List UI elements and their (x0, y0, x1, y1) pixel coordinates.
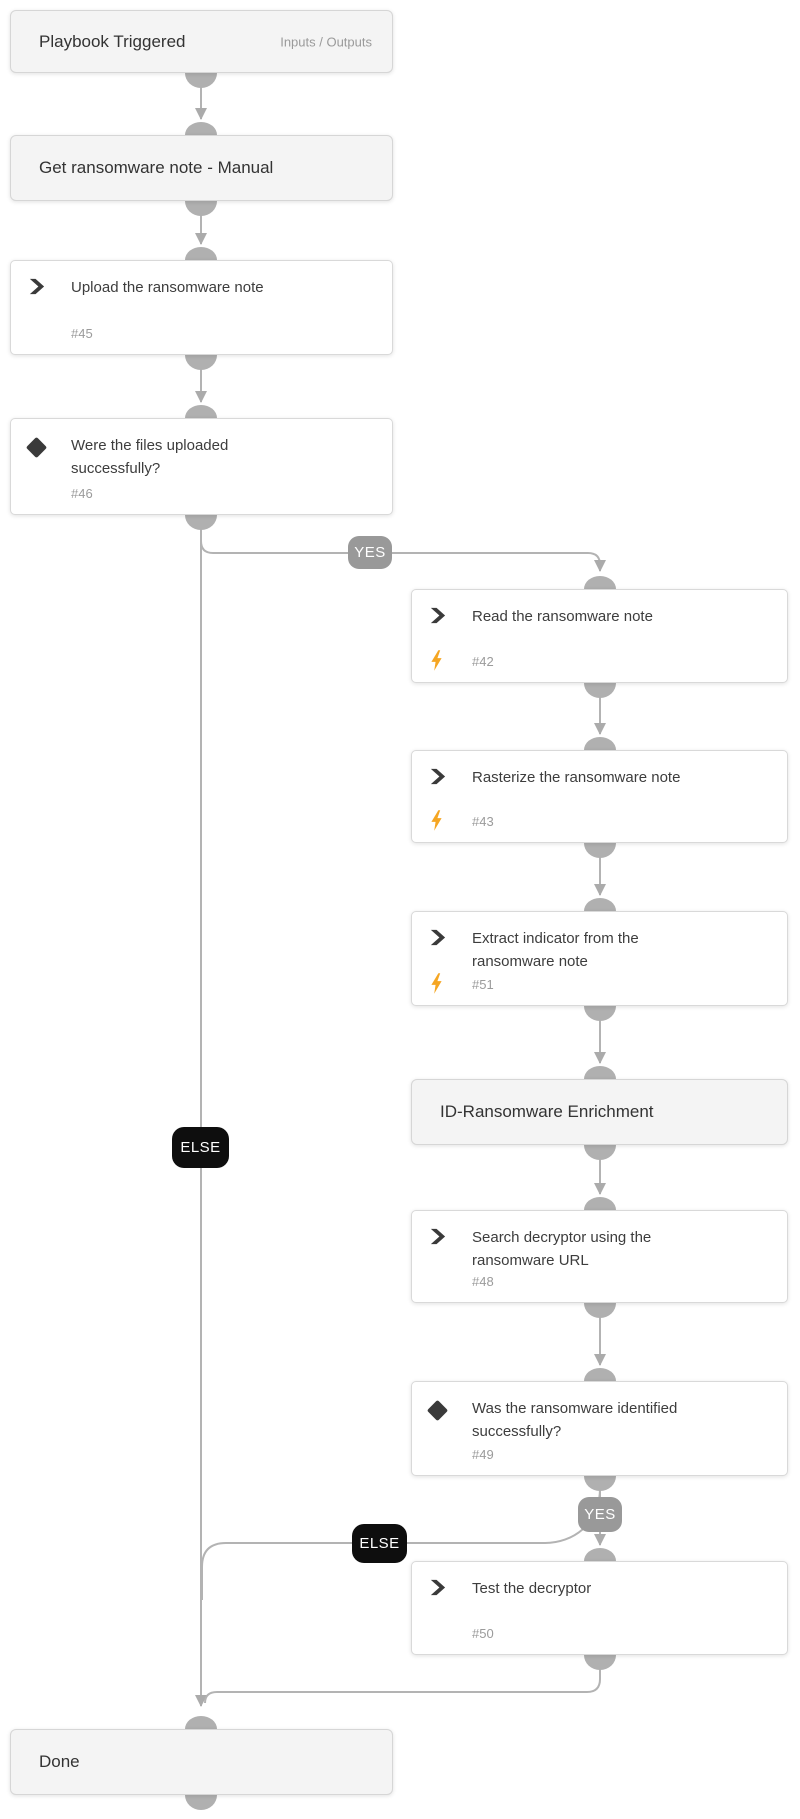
task-title: Extract indicator from the ransomware no… (472, 930, 639, 970)
section-title: ID-Ransomware Enrichment (440, 1102, 654, 1121)
task-title: Test the decryptor (472, 1580, 592, 1597)
task-number: #42 (472, 654, 494, 669)
task-node-upload-note[interactable]: Upload the ransomware note #45 (10, 260, 393, 355)
automation-bolt-icon (430, 810, 443, 831)
condition-title: Were the files uploaded successfully? (71, 437, 229, 477)
manual-task-icon (428, 767, 447, 786)
branch-label-identified-else: ELSE (352, 1524, 407, 1563)
section-node-done[interactable]: Done (10, 1729, 393, 1795)
inputs-outputs-link[interactable]: Inputs / Outputs (280, 34, 372, 49)
manual-task-icon (428, 1578, 447, 1597)
manual-task-icon (27, 277, 46, 296)
condition-icon (426, 1399, 449, 1422)
task-number: #43 (472, 814, 494, 829)
section-title: Done (39, 1752, 80, 1771)
edge-test-to-done (204, 1662, 601, 1704)
condition-icon (25, 436, 48, 459)
task-node-search-decryptor[interactable]: Search decryptor using the ransomware UR… (411, 1210, 788, 1303)
task-number: #45 (71, 326, 93, 341)
automation-bolt-icon (430, 973, 443, 994)
task-title: Search decryptor using the ransomware UR… (472, 1229, 652, 1269)
section-node-playbook-triggered[interactable]: Playbook Triggered Inputs / Outputs (10, 10, 393, 73)
section-title: Get ransomware note - Manual (39, 158, 274, 177)
section-node-get-ransomware-note[interactable]: Get ransomware note - Manual (10, 135, 393, 201)
manual-task-icon (428, 606, 447, 625)
condition-node-ransomware-identified[interactable]: Was the ransomware identified successful… (411, 1381, 788, 1476)
manual-task-icon (428, 1227, 447, 1246)
task-node-extract-indicator[interactable]: Extract indicator from the ransomware no… (411, 911, 788, 1006)
task-number: #49 (472, 1447, 494, 1462)
branch-label-files-else: ELSE (172, 1127, 229, 1168)
edge-files-yes-to-read (200, 520, 606, 572)
task-number: #50 (472, 1626, 494, 1641)
task-number: #51 (472, 977, 494, 992)
section-title: Playbook Triggered (39, 31, 186, 51)
task-title: Rasterize the ransomware note (472, 769, 681, 786)
branch-label-identified-yes: YES (578, 1497, 622, 1532)
condition-node-files-uploaded[interactable]: Were the files uploaded successfully? #4… (10, 418, 393, 515)
task-number: #48 (472, 1274, 494, 1289)
branch-label-files-yes: YES (348, 536, 392, 569)
manual-task-icon (428, 928, 447, 947)
condition-title: Was the ransomware identified successful… (472, 1400, 678, 1440)
section-node-id-ransomware-enrichment[interactable]: ID-Ransomware Enrichment (411, 1079, 788, 1145)
task-number: #46 (71, 486, 93, 501)
task-node-read-note[interactable]: Read the ransomware note #42 (411, 589, 788, 683)
task-title: Read the ransomware note (472, 608, 653, 625)
task-title: Upload the ransomware note (71, 279, 264, 296)
connector-terminals (185, 73, 616, 1810)
task-node-rasterize-note[interactable]: Rasterize the ransomware note #43 (411, 750, 788, 843)
task-node-test-decryptor[interactable]: Test the decryptor #50 (411, 1561, 788, 1655)
automation-bolt-icon (430, 650, 443, 671)
